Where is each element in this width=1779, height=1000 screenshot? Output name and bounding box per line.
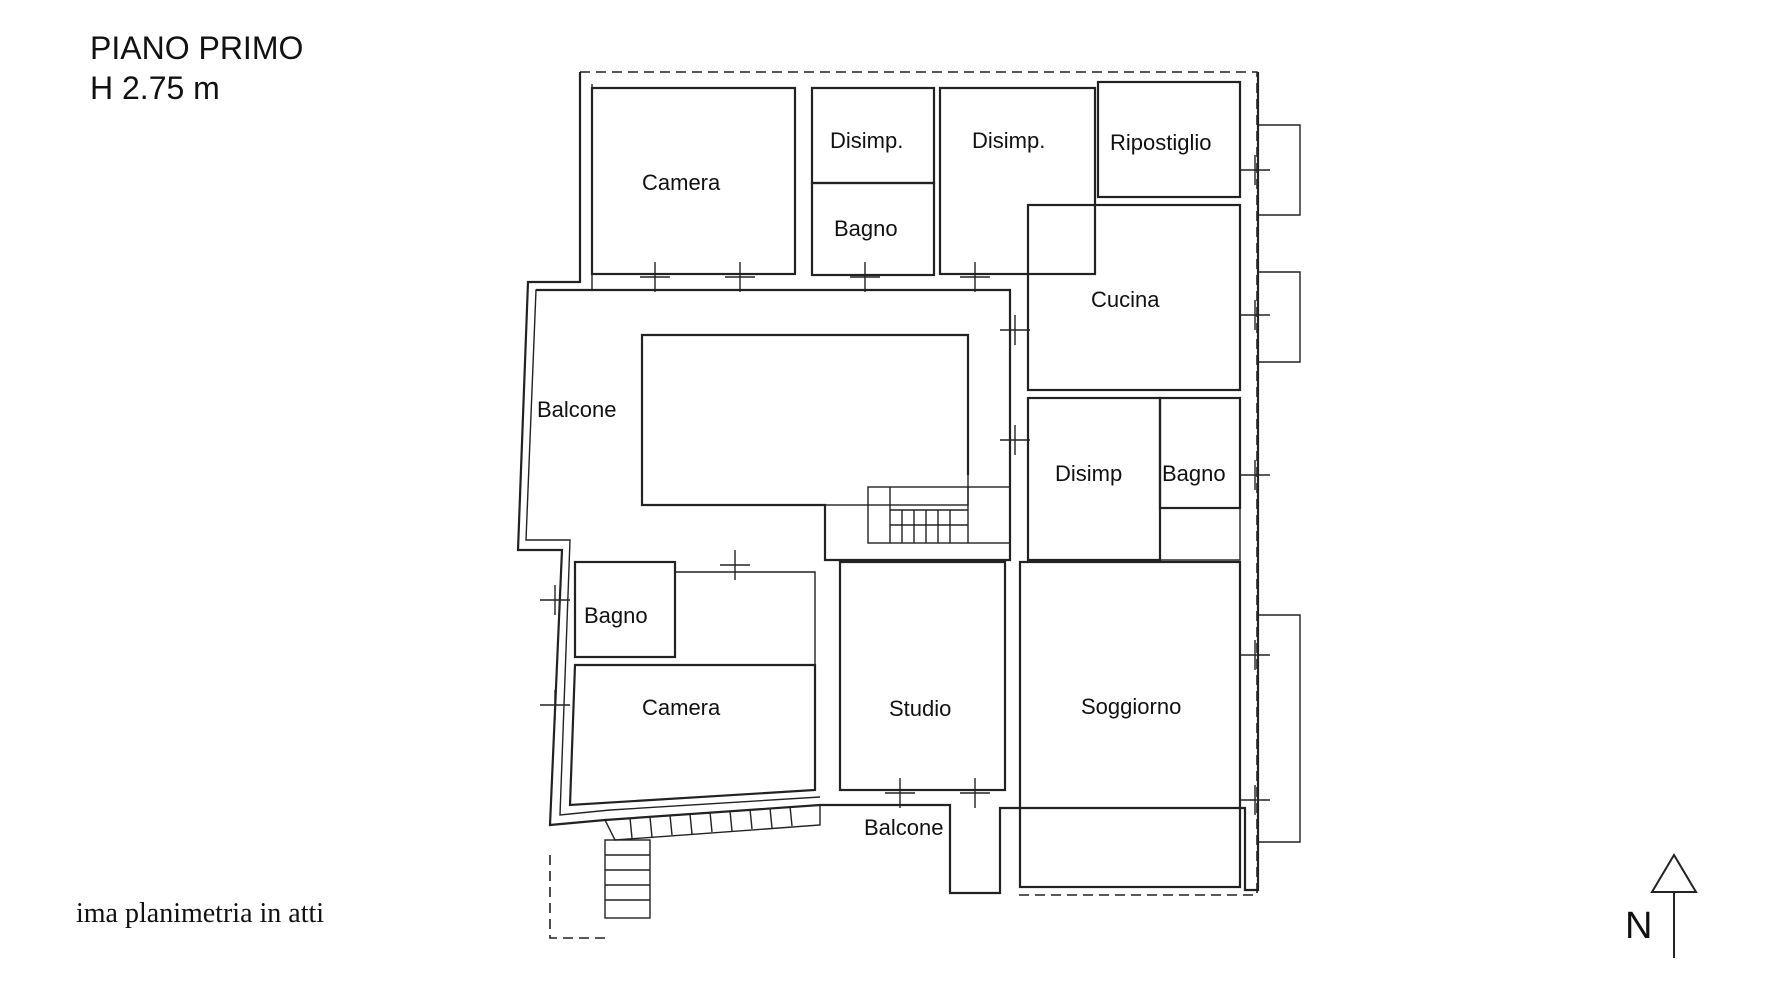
height-label: H 2.75 m [90, 70, 220, 106]
room-ripostiglio: Ripostiglio [1110, 130, 1212, 155]
wall-soggiorno [1018, 560, 1242, 889]
outer-dashed-boundary [580, 71, 1258, 896]
wall-disimp-2 [938, 86, 1097, 276]
wall-cucina [1026, 203, 1242, 392]
wall-bagno-left [573, 560, 677, 659]
room-disimp-2: Disimp. [972, 128, 1045, 153]
room-balcone-bottom: Balcone [864, 815, 944, 840]
wall-camera-bottom-top [675, 571, 816, 665]
room-camera-top: Camera [642, 170, 721, 195]
courtyard-void [641, 334, 969, 506]
plan-title: PIANO PRIMO H 2.75 m [90, 28, 303, 108]
wall-camera-top [590, 86, 797, 276]
room-disimp-mid: Disimp [1055, 461, 1122, 486]
floor-label: PIANO PRIMO [90, 30, 304, 66]
wall-ripostiglio [1096, 80, 1242, 199]
wall-camera-bottom [568, 663, 817, 807]
north-arrow-icon [1650, 853, 1698, 958]
room-camera-bottom: Camera [642, 695, 721, 720]
wall-bagno-mid-shower [1159, 507, 1241, 561]
room-cucina: Cucina [1091, 287, 1160, 312]
external-stair [603, 804, 821, 919]
window-marks [540, 155, 1270, 815]
room-bagno-left: Bagno [584, 603, 648, 628]
room-bagno-mid: Bagno [1162, 461, 1226, 486]
room-disimp-1: Disimp. [830, 128, 903, 153]
internal-stair [867, 486, 1011, 544]
room-balcone-left: Balcone [537, 397, 617, 422]
room-studio: Studio [889, 696, 951, 721]
drawing-caption: ima planimetria in atti [76, 898, 325, 929]
room-bagno-top: Bagno [834, 216, 898, 241]
north-label: N [1625, 905, 1653, 947]
outer-wall [516, 72, 1260, 895]
right-balconies [1258, 124, 1301, 843]
wall-balcone-left [536, 288, 1012, 562]
wall-bagno-mid [1158, 396, 1242, 510]
wall-bagno-top [810, 181, 936, 277]
outer-dashed-stair-boundary [549, 855, 608, 939]
wall-studio [838, 560, 1007, 792]
room-soggiorno: Soggiorno [1081, 694, 1181, 719]
